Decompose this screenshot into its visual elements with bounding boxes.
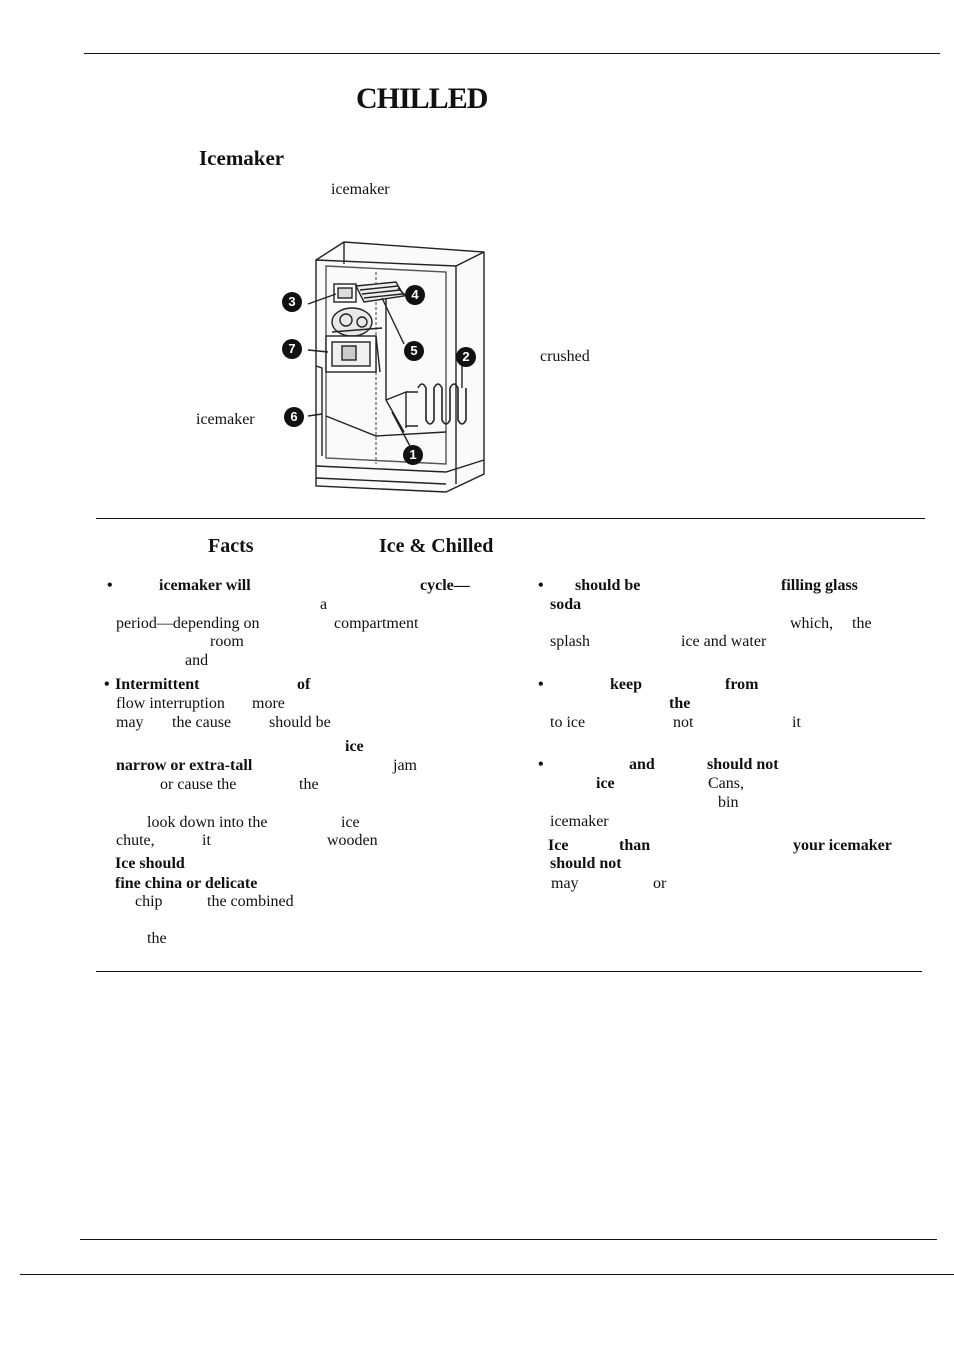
text-fragment: look down into the (147, 814, 268, 831)
bullet: • (104, 676, 110, 693)
section-divider-bottom (96, 971, 922, 972)
bullet: • (538, 756, 544, 773)
text-fragment: or cause the (160, 776, 237, 793)
text-fragment: a (320, 596, 328, 613)
text-fragment: wooden (327, 832, 378, 849)
text-fragment: Cans, (708, 775, 744, 792)
text-fragment: should not (550, 855, 622, 872)
text-fragment: it (202, 832, 211, 849)
text-fragment: and (185, 652, 209, 669)
text-fragment: room (210, 633, 244, 650)
text-fragment: icemaker (550, 813, 609, 830)
diagram-label-icemaker: icemaker (196, 411, 255, 428)
callout-1: 1 (403, 445, 423, 465)
intro-word-icemaker: icemaker (331, 181, 390, 198)
text-fragment: chip (135, 893, 163, 910)
diagram-label-crushed: crushed (540, 348, 590, 365)
text-fragment: not (673, 714, 694, 731)
text-fragment: may (551, 875, 579, 892)
text-fragment: ice (345, 738, 364, 755)
section-divider-top (96, 518, 925, 519)
text-fragment: the (852, 615, 872, 632)
bullet: • (538, 577, 544, 594)
callout-3: 3 (282, 292, 302, 312)
text-fragment: Ice (548, 837, 569, 854)
text-fragment: ice (596, 775, 615, 792)
facts-heading: Facts (208, 535, 254, 557)
bullet: • (107, 577, 113, 594)
text-fragment: ice and water (681, 633, 767, 650)
text-fragment: soda (550, 596, 582, 613)
text-fragment: period—depending on (116, 615, 260, 632)
text-fragment: the cause (172, 714, 232, 731)
text-fragment: the (147, 930, 167, 947)
text-fragment: more (252, 695, 285, 712)
callout-2: 2 (456, 347, 476, 367)
page-title: CHILLED (356, 82, 488, 115)
text-fragment: and (629, 756, 655, 773)
text-fragment: than (619, 837, 651, 854)
text-fragment: narrow or extra-tall (116, 757, 253, 774)
text-fragment: keep (610, 676, 642, 693)
text-fragment: should be (269, 714, 331, 731)
text-fragment: flow interruption (116, 695, 225, 712)
text-fragment: splash (550, 633, 590, 650)
footer-rule (80, 1239, 937, 1240)
top-rule (84, 53, 940, 54)
text-fragment: the combined (207, 893, 294, 910)
text-fragment: bin (718, 794, 739, 811)
text-fragment: ice (341, 814, 360, 831)
text-fragment: of (297, 676, 311, 693)
text-fragment: fine china or delicate (115, 875, 258, 892)
bullet: • (538, 676, 544, 693)
text-fragment: the (669, 695, 691, 712)
text-fragment: from (725, 676, 759, 693)
text-fragment: your icemaker (793, 837, 892, 854)
text-fragment: to ice (550, 714, 586, 731)
text-fragment: Intermittent (115, 676, 200, 693)
text-fragment: should be (575, 577, 641, 594)
text-fragment: icemaker will (159, 577, 251, 594)
text-fragment: chute, (116, 832, 155, 849)
callout-7: 7 (282, 339, 302, 359)
text-fragment: cycle— (420, 577, 470, 594)
section-heading-icemaker: Icemaker (199, 146, 285, 170)
text-fragment: filling glass (781, 577, 858, 594)
text-fragment: which, (790, 615, 834, 632)
text-fragment: or (653, 875, 667, 892)
text-fragment: jam (393, 757, 417, 774)
text-fragment: compartment (334, 615, 419, 632)
refrigerator-icemaker-diagram (307, 241, 485, 493)
text-fragment: Ice should (115, 855, 185, 872)
text-fragment: may (116, 714, 144, 731)
callout-6: 6 (284, 407, 304, 427)
callout-5: 5 (404, 341, 424, 361)
text-fragment: it (792, 714, 801, 731)
page-bottom-rule (20, 1274, 954, 1275)
text-fragment: should not (707, 756, 779, 773)
ice-chilled-heading: Ice & Chilled (379, 535, 494, 557)
text-fragment: the (299, 776, 319, 793)
callout-4: 4 (405, 285, 425, 305)
